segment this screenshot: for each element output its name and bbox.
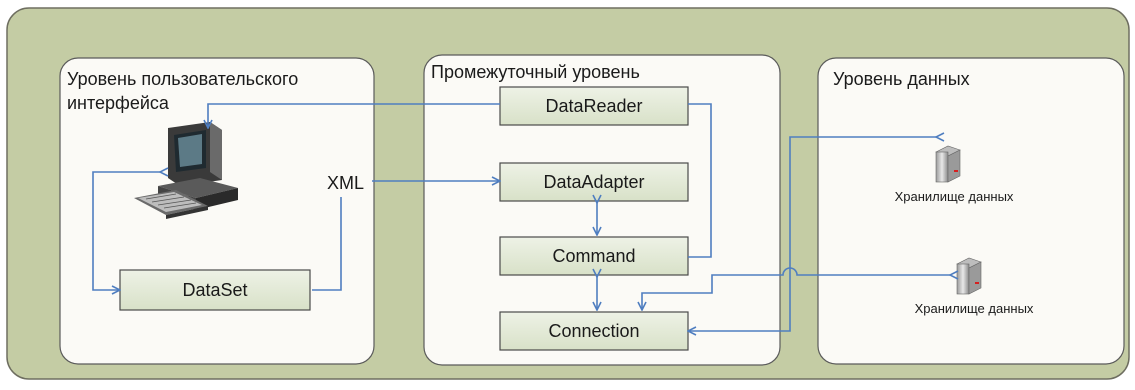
storage-label-1: Хранилище данных (895, 189, 1014, 204)
storage-label-2: Хранилище данных (915, 301, 1034, 316)
arrow-storage2-to-connection (642, 267, 950, 310)
middle-tier-title: Промежуточный уровень (431, 62, 640, 82)
arrow-client-to-dataset (92, 172, 160, 290)
data-tier-title: Уровень данных (833, 69, 970, 89)
datareader-box: DataReader (499, 86, 689, 126)
connection-label: Connection (548, 321, 639, 341)
ui-tier-title-line2: интерфейса (67, 93, 170, 113)
dataset-label: DataSet (182, 280, 247, 300)
dataset-box: DataSet (119, 269, 311, 311)
arrow-storage1-to-connection (688, 137, 936, 331)
arrow-datareader-to-client (208, 103, 500, 128)
server-icon (935, 145, 961, 183)
command-label: Command (552, 246, 635, 266)
command-box: Command (499, 236, 689, 276)
xml-label: XML (327, 173, 364, 193)
connection-box: Connection (499, 311, 689, 351)
arrow-dataset-to-xml (312, 197, 342, 291)
data-tier-panel (817, 57, 1125, 365)
dataadapter-label: DataAdapter (543, 172, 644, 192)
server-icon (956, 257, 982, 295)
datareader-label: DataReader (545, 96, 642, 116)
dataadapter-box: DataAdapter (499, 162, 689, 202)
ui-tier-title-line1: Уровень пользовательского (67, 69, 298, 89)
